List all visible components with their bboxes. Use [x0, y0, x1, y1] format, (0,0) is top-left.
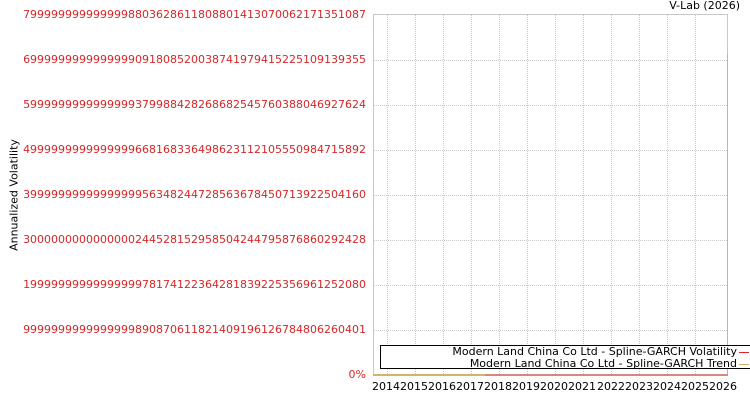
grid-line-v — [527, 15, 528, 374]
grid-line-v — [555, 15, 556, 374]
grid-line-v — [443, 15, 444, 374]
x-tick-label: 2025 — [681, 380, 709, 393]
y-tick-label: 7999999999999998803628611808801413070062… — [23, 8, 366, 21]
x-tick-label: 2020 — [540, 380, 568, 393]
grid-line-v — [471, 15, 472, 374]
y-tick-label: 1999999999999999978174122364281839225356… — [23, 278, 366, 291]
legend-label-trend: Modern Land China Co Ltd - Spline-GARCH … — [469, 357, 737, 370]
x-tick-label: 2024 — [653, 380, 681, 393]
grid-line-h — [374, 195, 727, 196]
y-tick-label: 6999999999999999091808520038741979415225… — [23, 53, 366, 66]
legend-label-volatility: Modern Land China Co Ltd - Spline-GARCH … — [452, 345, 737, 358]
x-tick-label: 2016 — [428, 380, 456, 393]
legend-swatch-trend — [739, 364, 749, 365]
y-tick-label: 5999999999999999379988428268682545760388… — [23, 98, 366, 111]
grid-line-v — [583, 15, 584, 374]
x-tick-label: 2026 — [709, 380, 737, 393]
grid-line-v — [667, 15, 668, 374]
grid-line-h — [374, 150, 727, 151]
source-label: V-Lab (2026) — [669, 0, 740, 12]
grid-line-v — [695, 15, 696, 374]
y-axis-label: Annualized Volatility — [7, 139, 21, 251]
y-tick-label: 9999999999999999890870611821409196126784… — [23, 323, 366, 336]
legend-swatch-volatility — [739, 352, 749, 353]
grid-line-v — [415, 15, 416, 374]
grid-line-v — [499, 15, 500, 374]
x-tick-label: 2014 — [372, 380, 400, 393]
x-tick-label: 2015 — [400, 380, 428, 393]
y-tick-label: 0% — [348, 368, 366, 381]
volatility-line — [485, 374, 728, 376]
grid-line-h — [374, 60, 727, 61]
y-tick-label: 3000000000000000244528152958504244795876… — [23, 233, 366, 246]
y-tick-label: 4999999999999999668168336498623112105550… — [23, 143, 366, 156]
x-tick-label: 2023 — [625, 380, 653, 393]
plot-area — [373, 14, 728, 374]
x-tick-label: 2017 — [456, 380, 484, 393]
grid-line-v — [639, 15, 640, 374]
grid-line-v — [387, 15, 388, 374]
trend-line-spike — [727, 54, 728, 374]
x-tick-label: 2022 — [597, 380, 625, 393]
x-tick-label: 2021 — [568, 380, 596, 393]
x-tick-label: 2018 — [484, 380, 512, 393]
grid-line-h — [374, 330, 727, 331]
trend-line — [373, 374, 485, 376]
grid-line-h — [374, 240, 727, 241]
y-tick-label: 3999999999999999956348244728563678450713… — [23, 188, 366, 201]
grid-line-h — [374, 105, 727, 106]
x-tick-label: 2019 — [512, 380, 540, 393]
grid-line-v — [611, 15, 612, 374]
grid-line-h — [374, 285, 727, 286]
chart-legend: Modern Land China Co Ltd - Spline-GARCH … — [380, 345, 750, 370]
series-lines-baseline — [373, 374, 728, 376]
